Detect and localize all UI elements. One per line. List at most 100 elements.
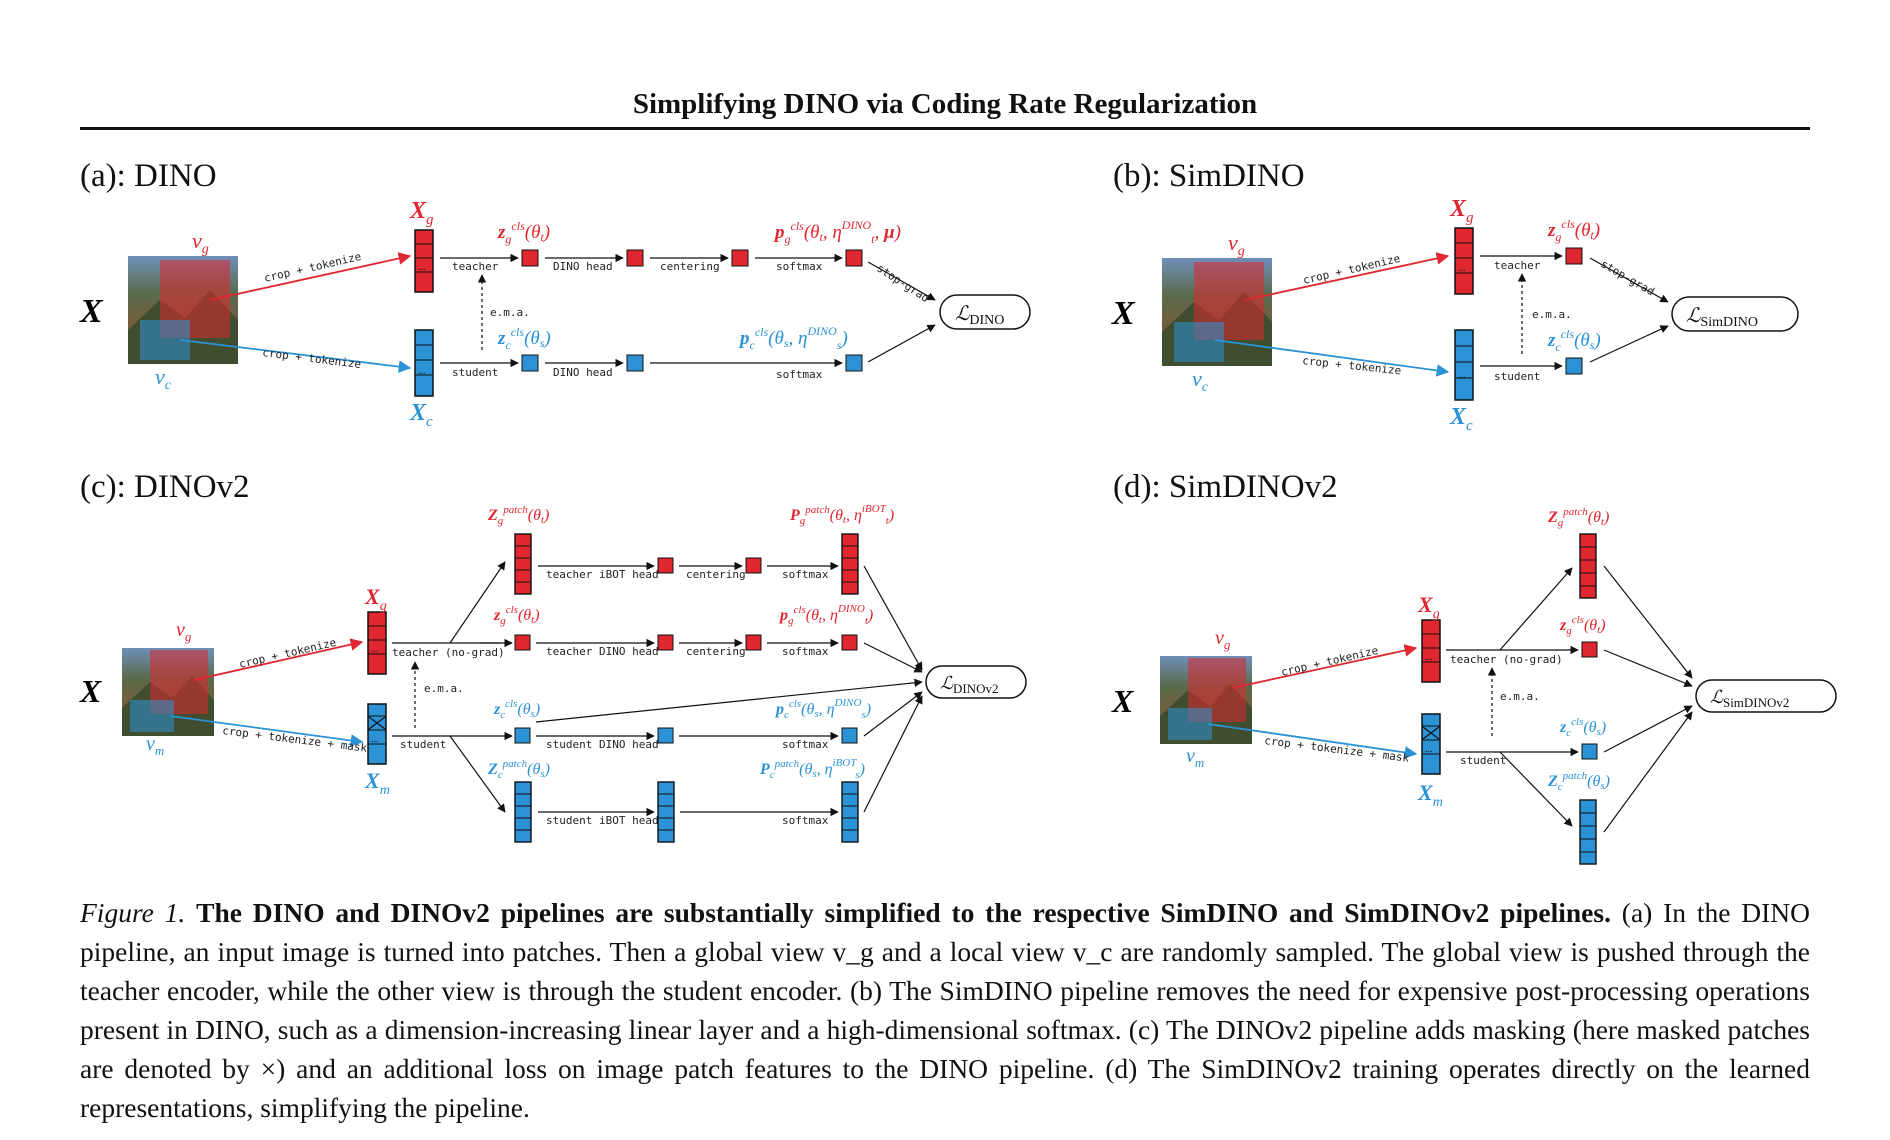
z-c-cls-label: zccls(θs) — [1559, 716, 1606, 739]
vm-label: vm — [1186, 745, 1204, 770]
z-g-cls-label: zgcls(θt) — [1559, 614, 1606, 637]
svg-text:...: ... — [418, 262, 426, 273]
ema-label: e.m.a. — [1500, 690, 1540, 703]
xm-label: Xm — [364, 768, 390, 798]
figure-caption: Figure 1. The DINO and DINOv2 pipelines … — [80, 893, 1810, 1127]
panel-a-title: (a): DINO — [80, 158, 217, 194]
teacher-label: teacher — [452, 260, 499, 273]
page-header: Simplifying DINO via Coding Rate Regular… — [632, 88, 1258, 120]
xg-label: Xg — [1417, 592, 1440, 622]
panel-b-title: (b): SimDINO — [1113, 158, 1305, 194]
P-c-patch-label: Pcpatch(θs, ηiBOTs) — [759, 757, 865, 781]
input-x-label: X — [79, 293, 104, 330]
Z-c-patch-label: Zcpatch(θs) — [1547, 770, 1610, 793]
teacher-token-stack: ... — [1454, 227, 1474, 295]
loss-box — [925, 665, 1027, 699]
softmax-label: softmax — [782, 738, 829, 751]
svg-text:...: ... — [371, 644, 379, 655]
stop-grad-label: stop-grad — [1599, 257, 1657, 298]
loss-box — [1671, 296, 1799, 332]
xg-label: Xg — [364, 584, 387, 614]
input-image — [122, 648, 214, 736]
student-token-stack: ... — [414, 329, 434, 397]
teacher-ibot-head-label: teacher iBOT head — [546, 568, 659, 581]
teacher-cls-feature — [1581, 641, 1598, 658]
P-g-patch-label: Pgpatch(θt, ηiBOTt) — [789, 503, 894, 527]
xc-label: Xc — [1449, 404, 1473, 434]
input-image — [128, 256, 238, 364]
teacher-label: teacher — [1494, 259, 1541, 272]
student-ibot-output — [657, 781, 675, 843]
student-label: student — [452, 366, 498, 379]
student-masked-token-stack: ... — [1421, 713, 1441, 775]
panel-a: (a): DINO X vg vc crop + tokenize crop +… — [79, 158, 1031, 430]
teacher-patch-stack — [1579, 533, 1597, 599]
caption-text: (a) In the DINO pipeline, an input image… — [80, 897, 1811, 1123]
svg-text:...: ... — [1458, 263, 1466, 274]
figure-diagram: (a): DINO X vg vc crop + tokenize crop +… — [79, 158, 1837, 865]
softmax-label: softmax — [782, 568, 829, 581]
input-x-label: X — [79, 673, 102, 709]
panel-d-title: (d): SimDINOv2 — [1113, 469, 1338, 505]
xc-label: Xc — [409, 400, 433, 430]
vg-label: vg — [176, 619, 192, 644]
z-c-cls-label: zccls(θs) — [493, 698, 540, 721]
softmax-label: softmax — [776, 368, 823, 381]
teacher-cls-feature — [1565, 247, 1583, 265]
input-image — [1162, 258, 1272, 366]
teacher-token-stack: ... — [367, 611, 387, 675]
caption-bold: The DINO and DINOv2 pipelines are substa… — [196, 897, 1611, 928]
Z-c-patch-label: Zcpatch(θs) — [487, 758, 550, 781]
student-label: student — [400, 738, 446, 751]
centering-label: centering — [686, 568, 746, 581]
panel-d: (d): SimDINOv2 X vg vm crop + tokenize c… — [1111, 469, 1837, 865]
dino-head-label: DINO head — [553, 366, 613, 379]
vg-label: vg — [1215, 627, 1231, 652]
teacher-crop-arrow — [209, 252, 412, 301]
svg-text:...: ... — [371, 734, 379, 745]
crop-tokenize-label: crop + tokenize — [238, 636, 338, 671]
p-g-cls-label: pgcls(θt, ηDINOt) — [778, 603, 873, 627]
z-c-cls-label: zccls(θs) — [1547, 327, 1601, 354]
student-patch-stack — [1579, 799, 1597, 865]
teacher-cls-feature — [521, 249, 539, 267]
student-label: student — [1494, 370, 1540, 383]
teacher-head-output — [626, 249, 644, 267]
crop-tokenize-mask-label: crop + tokenize + mask — [222, 724, 369, 755]
student-patch-stack — [514, 781, 532, 843]
teacher-no-grad-label: teacher (no-grad) — [392, 646, 505, 659]
ema-label: e.m.a. — [1532, 308, 1572, 321]
input-image — [1160, 656, 1252, 744]
panel-c-title: (c): DINOv2 — [80, 469, 250, 505]
header-rule — [80, 127, 1810, 130]
crop-tokenize-label: crop + tokenize — [263, 250, 363, 285]
student-masked-token-stack: ... — [367, 703, 387, 765]
xg-label: Xg — [409, 198, 434, 228]
svg-text:...: ... — [1458, 370, 1466, 381]
vm-label: vm — [146, 733, 164, 758]
student-probs — [845, 354, 863, 372]
xm-label: Xm — [1417, 780, 1443, 810]
xg-label: Xg — [1449, 196, 1474, 226]
teacher-token-stack: ... — [1421, 619, 1441, 683]
student-cls-feature — [1581, 743, 1598, 760]
caption-label: Figure 1. — [80, 897, 186, 928]
softmax-label: softmax — [776, 260, 823, 273]
student-cls-feature — [521, 354, 539, 372]
teacher-no-grad-label: teacher (no-grad) — [1450, 653, 1563, 666]
crop-tokenize-mask-label: crop + tokenize + mask — [1264, 734, 1411, 765]
teacher-dino-head-label: teacher DINO head — [546, 645, 659, 658]
teacher-patch-stack — [514, 533, 532, 595]
z-g-cls-label: zgcls(θt) — [497, 219, 550, 246]
vc-label: vc — [1192, 366, 1209, 395]
input-x-label: X — [1111, 295, 1136, 332]
stop-grad-label: stop-grad — [874, 262, 931, 305]
student-cls-feature — [1565, 357, 1583, 375]
student-patch-probs — [841, 781, 859, 843]
z-g-cls-label: zgcls(θt) — [493, 604, 540, 627]
student-crop-arrow — [179, 339, 412, 373]
p-c-cls-label: pccls(θs, ηDINOs) — [738, 324, 848, 352]
panel-b: (b): SimDINO X vg vc crop + tokenize cro… — [1111, 158, 1799, 434]
panel-c: (c): DINOv2 X vg vm crop + tokenize crop… — [79, 469, 1027, 843]
student-ibot-head-label: student iBOT head — [546, 814, 659, 827]
